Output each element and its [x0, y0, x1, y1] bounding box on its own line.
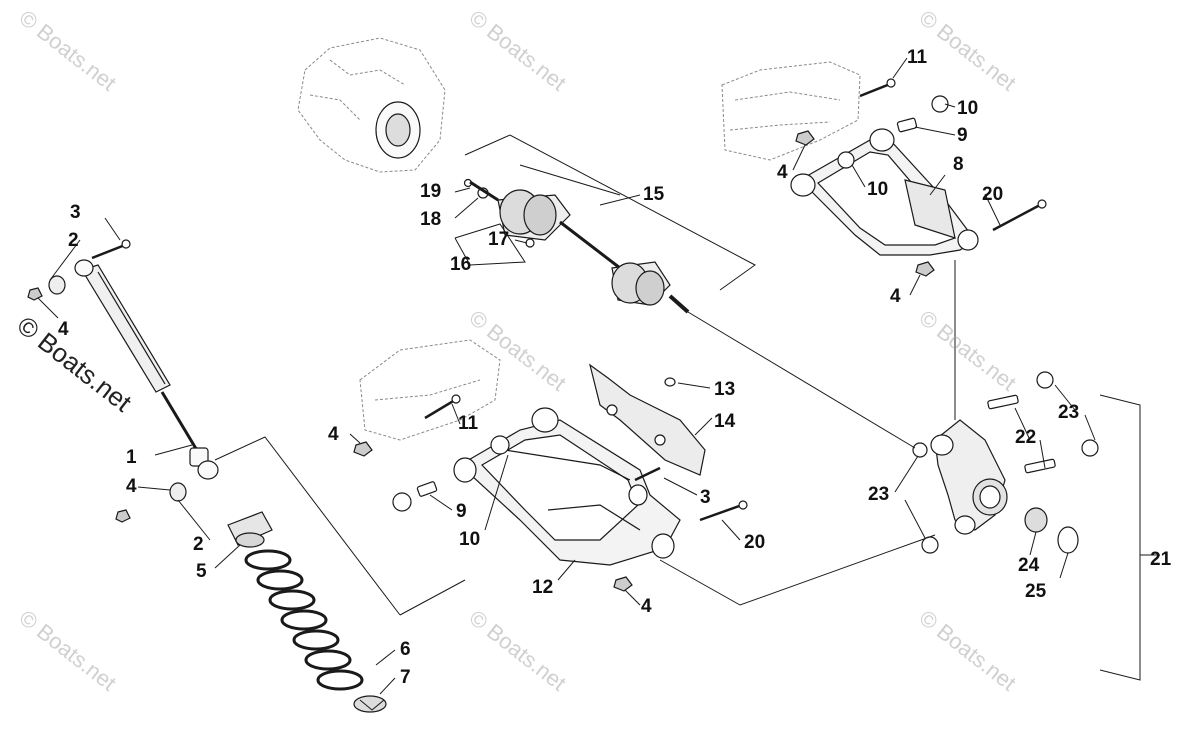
callout-6: 6 — [400, 639, 411, 660]
callout-9: 9 — [456, 501, 467, 522]
callout-3: 3 — [700, 487, 711, 508]
callout-22: 22 — [1015, 427, 1037, 448]
bearing — [1024, 507, 1048, 533]
callout-15: 15 — [643, 184, 665, 205]
spring — [244, 549, 364, 691]
drive-axle — [469, 180, 690, 314]
callout-4: 4 — [777, 162, 788, 183]
knuckle — [930, 419, 1008, 535]
differential-housing — [297, 37, 446, 173]
callout-2: 2 — [68, 230, 79, 251]
callout-3: 3 — [70, 202, 81, 223]
spring-seat — [353, 695, 387, 713]
lower-frame — [359, 339, 501, 441]
callout-8: 8 — [953, 154, 964, 175]
callout-25: 25 — [1025, 581, 1047, 602]
callout-4: 4 — [641, 596, 652, 617]
ring-18 — [477, 187, 489, 199]
ring-19 — [463, 178, 473, 188]
callout-19: 19 — [420, 181, 442, 202]
callout-11: 11 — [907, 47, 928, 68]
callout-24: 24 — [1018, 555, 1040, 576]
callout-4: 4 — [58, 319, 69, 340]
upper-frame — [721, 61, 861, 161]
callout-18: 18 — [420, 209, 442, 230]
callout-13: 13 — [714, 379, 736, 400]
spring-retainer — [227, 511, 273, 548]
callout-10: 10 — [957, 98, 979, 119]
callout-1: 1 — [126, 447, 137, 468]
callout-4: 4 — [890, 286, 901, 307]
callout-20: 20 — [744, 532, 766, 553]
callout-5: 5 — [196, 561, 207, 582]
callout-9: 9 — [957, 125, 968, 146]
skid-plate — [589, 363, 706, 476]
upper-a-arm — [790, 128, 979, 256]
callout-17: 17 — [488, 229, 510, 250]
callout-10: 10 — [867, 179, 889, 200]
shock-absorber — [74, 259, 219, 480]
snap-ring — [1057, 526, 1079, 554]
callout-23: 23 — [1058, 402, 1080, 423]
callout-11: 11 — [458, 413, 479, 434]
callout-14: 14 — [714, 411, 736, 432]
callout-23: 23 — [868, 484, 890, 505]
ring-17 — [525, 238, 535, 248]
callout-10: 10 — [459, 529, 481, 550]
callout-4: 4 — [328, 424, 339, 445]
callout-2: 2 — [193, 534, 204, 555]
callout-16: 16 — [450, 254, 472, 275]
callout-20: 20 — [982, 184, 1004, 205]
lower-a-arm — [453, 407, 681, 566]
callout-21: 21 — [1150, 549, 1172, 570]
callout-12: 12 — [532, 577, 554, 598]
callout-4: 4 — [126, 476, 137, 497]
callout-7: 7 — [400, 667, 411, 688]
